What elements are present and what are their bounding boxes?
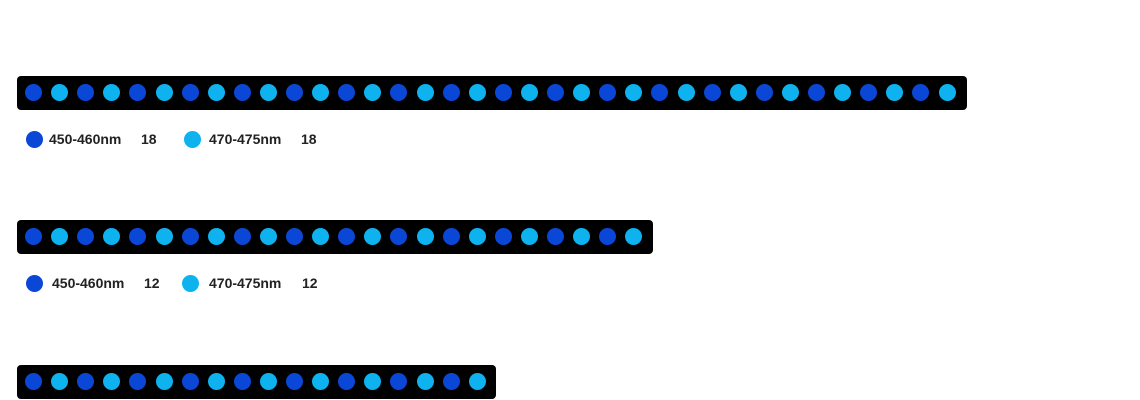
legend-royal-count: 18 — [141, 131, 157, 147]
led-royal-blue-icon — [233, 228, 251, 245]
led-blue-icon — [155, 228, 173, 245]
led-blue-icon — [468, 373, 486, 390]
led-royal-blue-icon — [547, 84, 564, 101]
legend-blue-label: 470-475nm — [209, 275, 282, 291]
led-blue-icon — [468, 84, 486, 101]
led-blue-icon — [155, 84, 173, 101]
led-blue-icon — [573, 228, 591, 245]
led-blue-icon — [51, 373, 69, 390]
blue-swatch-icon — [182, 275, 199, 292]
led-blue-icon — [416, 84, 434, 101]
led-royal-blue-icon — [755, 84, 773, 101]
led-royal-blue-icon — [442, 373, 460, 390]
led-blue-icon — [781, 84, 799, 101]
led-blue-icon — [103, 84, 121, 101]
led-royal-blue-icon — [233, 373, 251, 390]
legend-blue-label: 470-475nm — [209, 131, 282, 147]
led-royal-blue-icon — [338, 228, 356, 245]
led-strip-18 — [17, 365, 496, 399]
led-strip-36 — [17, 76, 967, 110]
led-blue-icon — [468, 228, 486, 245]
led-blue-icon — [573, 84, 591, 101]
led-royal-blue-icon — [390, 373, 408, 390]
led-royal-blue-icon — [547, 228, 564, 245]
blue-swatch-icon — [184, 131, 201, 148]
led-blue-icon — [364, 84, 382, 101]
led-royal-blue-icon — [442, 228, 460, 245]
led-blue-icon — [207, 373, 225, 390]
led-blue-icon — [259, 228, 277, 245]
led-blue-icon — [312, 373, 330, 390]
led-royal-blue-icon — [129, 84, 147, 101]
led-blue-icon — [834, 84, 852, 101]
led-royal-blue-icon — [286, 84, 303, 101]
led-royal-blue-icon — [181, 228, 199, 245]
led-blue-icon — [312, 84, 330, 101]
led-royal-blue-icon — [390, 228, 408, 245]
led-royal-blue-icon — [338, 84, 356, 101]
led-royal-blue-icon — [703, 84, 721, 101]
led-royal-blue-icon — [494, 84, 512, 101]
led-blue-icon — [886, 84, 904, 101]
led-blue-icon — [729, 84, 747, 101]
led-royal-blue-icon — [599, 228, 617, 245]
led-blue-icon — [416, 373, 434, 390]
led-blue-icon — [416, 228, 434, 245]
led-blue-icon — [103, 228, 121, 245]
led-blue-icon — [312, 228, 330, 245]
led-royal-blue-icon — [233, 84, 251, 101]
led-blue-icon — [155, 373, 173, 390]
led-blue-icon — [207, 228, 225, 245]
led-royal-blue-icon — [77, 84, 95, 101]
led-royal-blue-icon — [390, 84, 408, 101]
led-blue-icon — [259, 84, 277, 101]
legend-blue-count: 18 — [301, 131, 317, 147]
led-blue-icon — [207, 84, 225, 101]
led-blue-icon — [938, 84, 956, 101]
led-royal-blue-icon — [599, 84, 617, 101]
led-blue-icon — [364, 228, 382, 245]
legend-royal-label: 450-460nm — [49, 131, 122, 147]
legend-royal-count: 12 — [144, 275, 160, 291]
led-royal-blue-icon — [25, 373, 42, 390]
led-royal-blue-icon — [860, 84, 878, 101]
led-royal-blue-icon — [912, 84, 930, 101]
royal-blue-swatch-icon — [26, 275, 43, 292]
led-royal-blue-icon — [181, 373, 199, 390]
led-royal-blue-icon — [338, 373, 356, 390]
led-royal-blue-icon — [77, 373, 95, 390]
led-royal-blue-icon — [286, 228, 303, 245]
led-royal-blue-icon — [25, 84, 42, 101]
led-royal-blue-icon — [808, 84, 825, 101]
led-blue-icon — [677, 84, 695, 101]
royal-blue-swatch-icon — [26, 131, 43, 148]
led-royal-blue-icon — [129, 228, 147, 245]
led-blue-icon — [625, 84, 643, 101]
led-blue-icon — [51, 228, 69, 245]
led-royal-blue-icon — [181, 84, 199, 101]
led-royal-blue-icon — [286, 373, 303, 390]
led-blue-icon — [364, 373, 382, 390]
led-blue-icon — [103, 373, 121, 390]
led-strip-24 — [17, 220, 653, 254]
led-blue-icon — [520, 84, 538, 101]
led-royal-blue-icon — [651, 84, 669, 101]
legend-royal-label: 450-460nm — [52, 275, 125, 291]
led-blue-icon — [259, 373, 277, 390]
led-blue-icon — [51, 84, 69, 101]
led-royal-blue-icon — [25, 228, 42, 245]
led-blue-icon — [520, 228, 538, 245]
led-royal-blue-icon — [77, 228, 95, 245]
legend-blue-count: 12 — [302, 275, 318, 291]
led-royal-blue-icon — [129, 373, 147, 390]
led-blue-icon — [625, 228, 643, 245]
led-royal-blue-icon — [494, 228, 512, 245]
led-royal-blue-icon — [442, 84, 460, 101]
